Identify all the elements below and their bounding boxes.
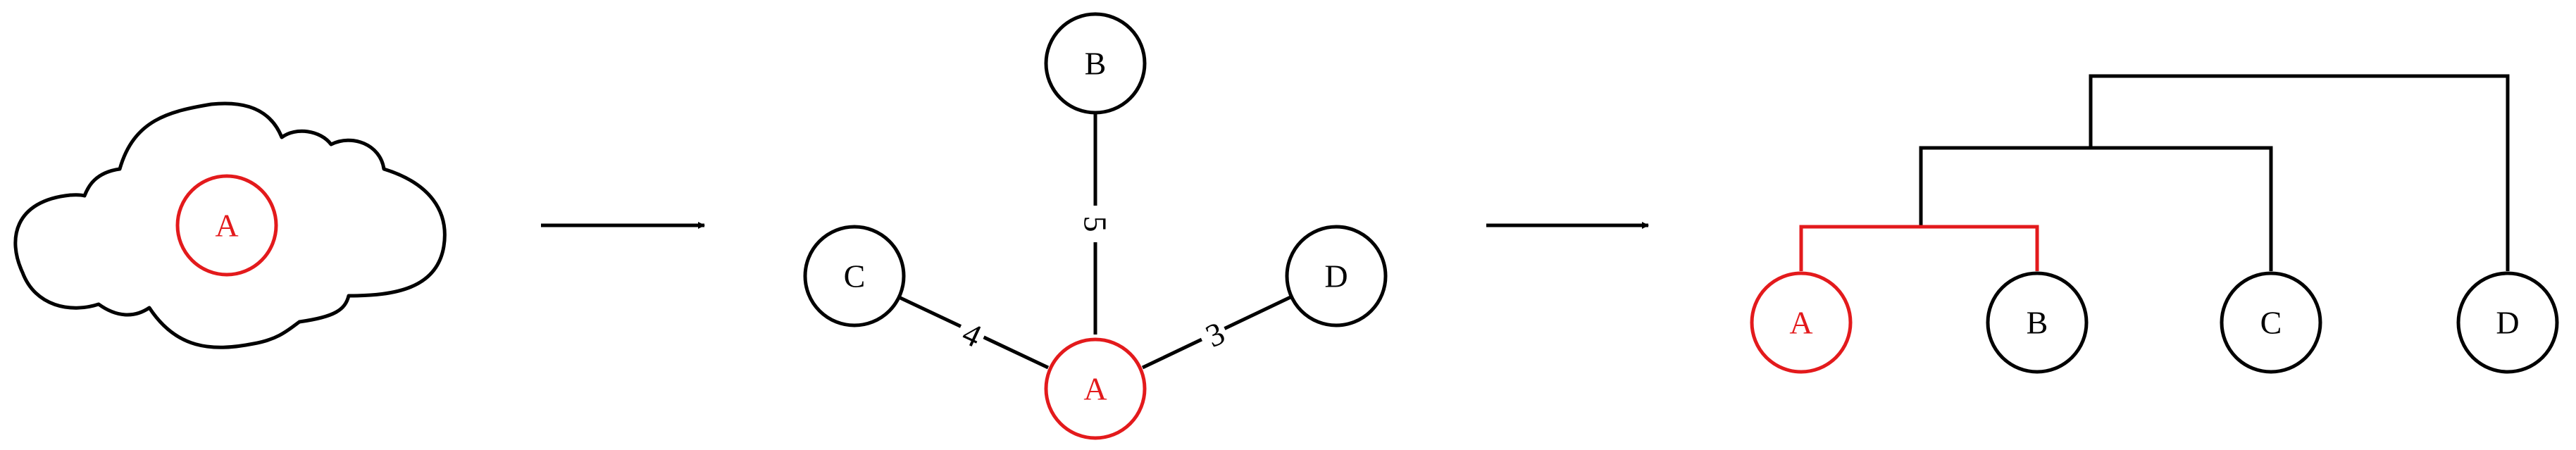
star-node-d-label: D — [1324, 258, 1348, 294]
dendro-leaf-b — [1986, 271, 2089, 374]
dendro-link-top — [2089, 74, 2510, 271]
star-node-a — [1044, 337, 1147, 440]
star-node-c — [803, 225, 906, 327]
star-node-a-label: A — [1083, 371, 1107, 407]
dendro-leaf-a — [1750, 271, 1853, 374]
dendro-leaf-b-label: B — [2027, 305, 2048, 341]
star-node-b — [1044, 12, 1147, 115]
edge-a-b-weight: 5 — [1078, 216, 1114, 232]
star-node-b-label: B — [1085, 46, 1107, 82]
cloud-node-a-label: A — [215, 208, 238, 244]
dendro-link-mid — [1919, 146, 2273, 271]
star-node-c-label: C — [844, 258, 866, 294]
dendro-link-ab — [1799, 225, 2039, 271]
stage3-dendrogram: A B C D — [1750, 74, 2559, 374]
star-node-d — [1285, 225, 1388, 327]
dendro-leaf-a-label: A — [1789, 305, 1812, 341]
cloud-node-a — [175, 174, 278, 277]
dendro-leaf-d-label: D — [2496, 305, 2519, 341]
dendro-leaf-c — [2220, 271, 2322, 374]
cloud-shape — [13, 101, 447, 349]
dendro-leaf-d — [2456, 271, 2559, 374]
stage2-star-graph: 5 4 3 B C D A — [803, 12, 1388, 440]
stage1-cloud-group: A — [13, 101, 447, 349]
dendro-leaf-c-label: C — [2260, 305, 2282, 341]
